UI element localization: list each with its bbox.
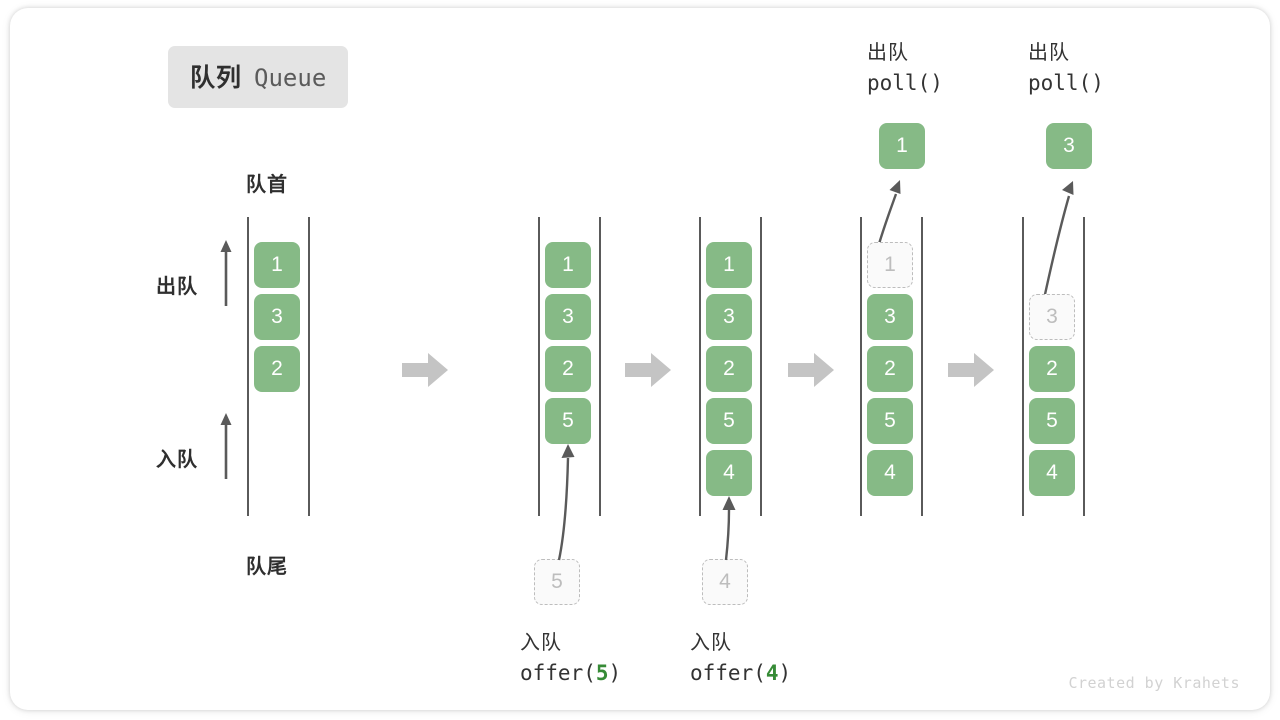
stage-poll1-rail-left bbox=[860, 217, 862, 516]
code-argument: 4 bbox=[765, 661, 779, 685]
stage-poll3-rail-left bbox=[1022, 217, 1024, 516]
stage-initial-rail-right bbox=[308, 217, 310, 516]
stage-initial-rail-left bbox=[247, 217, 249, 516]
dequeue-direction-arrow-icon bbox=[220, 240, 232, 306]
removed-ghost-cell: 1 bbox=[867, 242, 913, 288]
dequeue-extract-arrow-icon bbox=[877, 180, 901, 245]
stage-offer4-rail-left bbox=[699, 217, 701, 516]
stage-offer5-rail-right bbox=[599, 217, 601, 516]
queue-cell: 4 bbox=[1029, 450, 1075, 496]
queue-cell: 2 bbox=[867, 346, 913, 392]
enqueue-insert-arrow-icon bbox=[557, 444, 575, 561]
code-suffix: ) bbox=[778, 661, 792, 685]
incoming-ghost-cell: 5 bbox=[534, 559, 580, 605]
queue-cell: 3 bbox=[254, 294, 300, 340]
queue-cell: 3 bbox=[706, 294, 752, 340]
queue-cell: 1 bbox=[706, 242, 752, 288]
incoming-ghost-cell: 4 bbox=[702, 559, 748, 605]
operation-label-poll-3: 出队 poll() bbox=[1028, 38, 1104, 100]
code-suffix: ) bbox=[1091, 71, 1104, 95]
operation-label-offer-5: 入队 offer(5) bbox=[520, 628, 621, 690]
code-argument: 5 bbox=[595, 661, 609, 685]
label-dequeue-direction: 出队 bbox=[156, 276, 198, 298]
operation-name: 出队 bbox=[867, 42, 909, 64]
step-arrow-icon bbox=[625, 353, 671, 387]
label-queue-tail: 队尾 bbox=[246, 556, 288, 578]
queue-cell: 2 bbox=[706, 346, 752, 392]
diagram-card: 队列 Queue 队首 队尾 出队 入队 1 3 2 1 3 2 5 5 入队 … bbox=[10, 8, 1270, 710]
credit-text: Created by Krahets bbox=[1068, 674, 1240, 692]
operation-code: poll() bbox=[867, 68, 943, 100]
dequeued-output-cell: 3 bbox=[1046, 123, 1092, 169]
queue-cell: 4 bbox=[706, 450, 752, 496]
queue-cell: 2 bbox=[254, 346, 300, 392]
operation-name: 入队 bbox=[690, 632, 732, 654]
enqueue-direction-arrow-icon bbox=[220, 413, 232, 479]
queue-cell: 2 bbox=[545, 346, 591, 392]
code-prefix: poll( bbox=[867, 71, 931, 95]
queue-cell: 3 bbox=[867, 294, 913, 340]
queue-cell: 1 bbox=[545, 242, 591, 288]
stage-poll3-rail-right bbox=[1083, 217, 1085, 516]
step-arrow-icon bbox=[788, 353, 834, 387]
removed-ghost-cell: 3 bbox=[1029, 294, 1075, 340]
operation-code: offer(5) bbox=[520, 658, 621, 690]
title-chinese: 队列 bbox=[190, 64, 243, 92]
stage-poll1-rail-right bbox=[921, 217, 923, 516]
dequeued-output-cell: 1 bbox=[879, 123, 925, 169]
operation-name: 入队 bbox=[520, 632, 562, 654]
dequeue-extract-arrow-icon bbox=[1042, 181, 1074, 300]
operation-code: offer(4) bbox=[690, 658, 791, 690]
step-arrow-icon bbox=[948, 353, 994, 387]
operation-code: poll() bbox=[1028, 68, 1104, 100]
queue-cell: 3 bbox=[545, 294, 591, 340]
code-prefix: poll( bbox=[1028, 71, 1092, 95]
enqueue-insert-arrow-icon bbox=[722, 496, 736, 561]
label-enqueue-direction: 入队 bbox=[156, 449, 198, 471]
code-prefix: offer( bbox=[520, 661, 596, 685]
stage-offer5-rail-left bbox=[538, 217, 540, 516]
operation-label-poll-1: 出队 poll() bbox=[867, 38, 943, 100]
empty-slot bbox=[1029, 242, 1075, 288]
diagram-title-badge: 队列 Queue bbox=[168, 46, 349, 108]
queue-cell: 5 bbox=[1029, 398, 1075, 444]
queue-cell: 5 bbox=[867, 398, 913, 444]
code-suffix: ) bbox=[930, 71, 943, 95]
code-prefix: offer( bbox=[690, 661, 766, 685]
step-arrow-icon bbox=[402, 353, 448, 387]
title-english: Queue bbox=[254, 64, 327, 92]
label-queue-head: 队首 bbox=[246, 174, 288, 196]
queue-cell: 5 bbox=[706, 398, 752, 444]
queue-cell: 2 bbox=[1029, 346, 1075, 392]
code-suffix: ) bbox=[608, 661, 622, 685]
queue-cell: 1 bbox=[254, 242, 300, 288]
queue-cell: 5 bbox=[545, 398, 591, 444]
operation-name: 出队 bbox=[1028, 42, 1070, 64]
queue-cell: 4 bbox=[867, 450, 913, 496]
stage-offer4-rail-right bbox=[760, 217, 762, 516]
operation-label-offer-4: 入队 offer(4) bbox=[690, 628, 791, 690]
